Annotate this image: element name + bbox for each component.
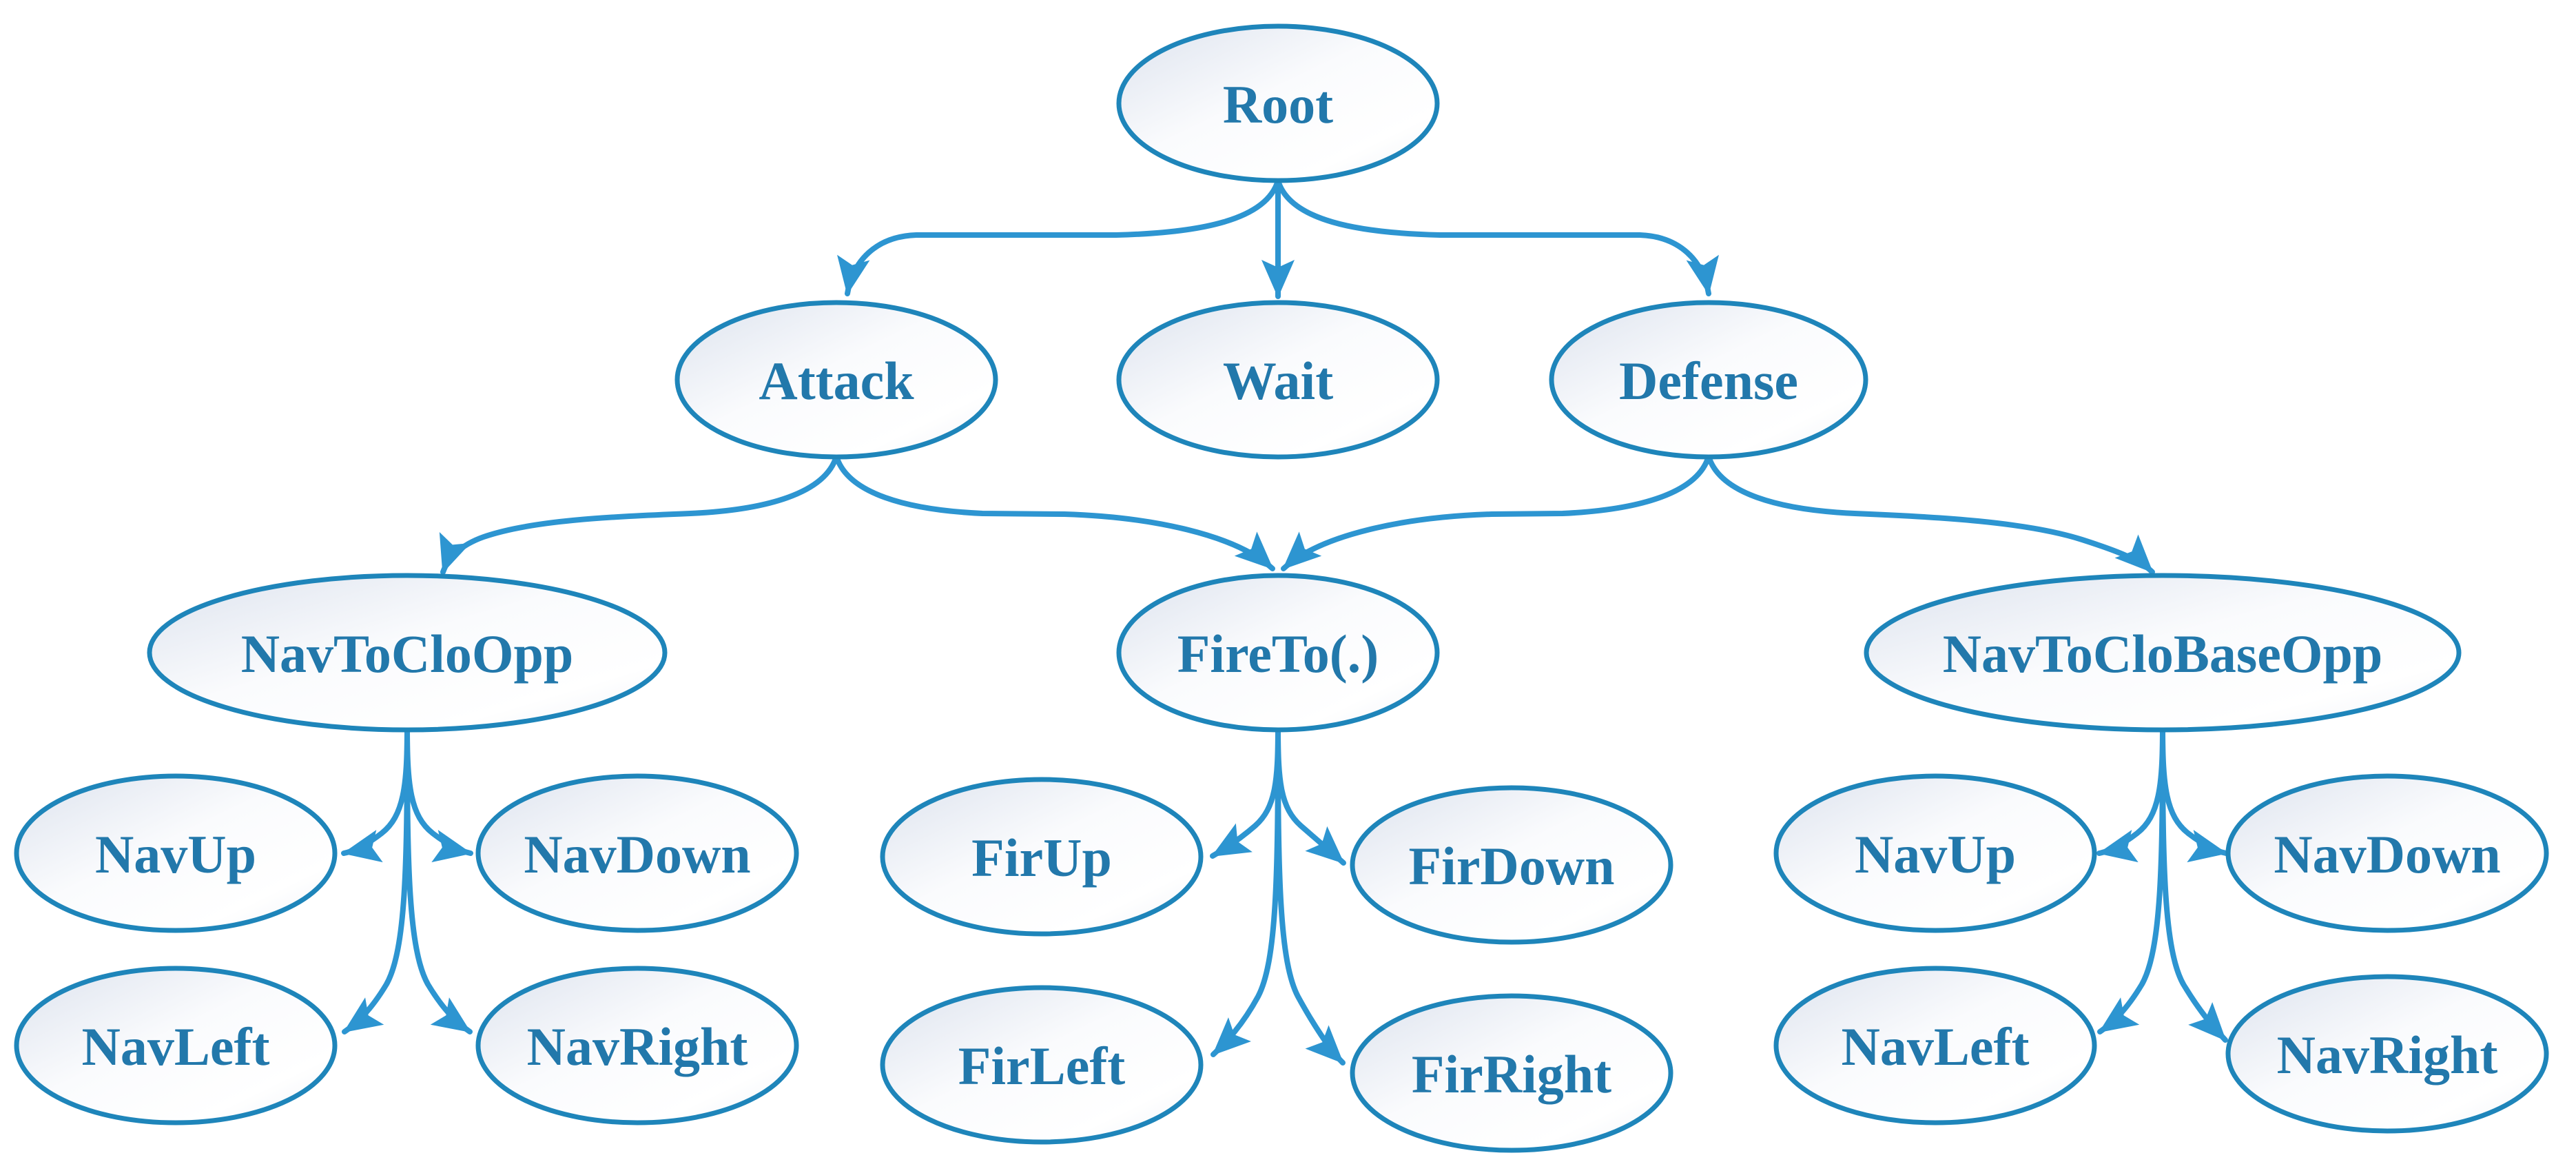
node-label-r-navright: NavRight [2277,1025,2498,1085]
node-label-navtoclobaseopp: NavToCloBaseOpp [1943,624,2383,684]
edges-layer [341,178,2229,1066]
edge-navtocloopp-l-navdown [404,726,473,863]
node-ellipse-root [1116,23,1440,183]
node-m-firleft: FirLeft [880,985,1204,1145]
node-label-r-navleft: NavLeft [1842,1017,2030,1077]
node-l-navup: NavUp [14,773,338,933]
node-ellipse-m-firright [1350,993,1673,1153]
node-fireto: FireTo(.) [1116,573,1440,733]
node-l-navdown: NavDown [475,773,799,933]
node-ellipse-r-navleft [1773,966,2097,1125]
edge-attack-fireto [834,453,1275,571]
node-ellipse-m-firup [880,777,1204,937]
node-ellipse-m-firdown [1350,785,1673,945]
node-attack: Attack [674,300,998,460]
node-label-l-navdown: NavDown [524,824,750,884]
node-label-fireto: FireTo(.) [1177,624,1379,684]
edge-navtocloopp-l-navup [341,726,410,863]
node-ellipse-fireto [1116,573,1440,733]
node-r-navdown: NavDown [2225,773,2549,933]
node-ellipse-navtoclobaseopp [1864,573,2462,733]
node-label-l-navup: NavUp [95,824,256,884]
node-label-m-firright: FirRight [1412,1044,1611,1104]
node-ellipse-attack [674,300,998,460]
node-label-m-firleft: FirLeft [958,1036,1126,1096]
node-label-attack: Attack [759,351,914,411]
edge-navtoclobaseopp-r-navright [2160,726,2228,1043]
node-label-l-navright: NavRight [527,1017,748,1077]
edge-fireto-m-firup [1210,726,1281,859]
edge-root-defense [1275,178,1719,296]
edge-attack-navtocloopp [439,453,839,575]
node-ellipse-defense [1549,300,1868,460]
edge-fireto-m-firright [1275,726,1346,1066]
node-ellipse-r-navup [1773,773,2097,933]
node-defense: Defense [1549,300,1868,460]
edge-navtoclobaseopp-r-navup [2096,726,2165,863]
edge-navtoclobaseopp-r-navleft [2097,726,2165,1034]
node-l-navright: NavRight [475,966,799,1125]
node-ellipse-m-firleft [880,985,1204,1145]
node-root: Root [1116,23,1440,183]
node-m-firdown: FirDown [1350,785,1673,945]
node-ellipse-l-navright [475,966,799,1125]
node-label-m-firdown: FirDown [1409,836,1615,896]
node-ellipse-l-navleft [14,966,338,1125]
edge-navtocloopp-l-navleft [342,726,410,1034]
node-ellipse-r-navdown [2225,773,2549,933]
node-m-firup: FirUp [880,777,1204,937]
node-ellipse-navtocloopp [147,573,668,733]
edge-defense-navtoclobaseopp [1706,453,2155,575]
node-label-r-navdown: NavDown [2274,824,2500,884]
node-ellipse-r-navright [2225,974,2549,1134]
node-ellipse-l-navup [14,773,338,933]
node-l-navleft: NavLeft [14,966,338,1125]
edge-navtoclobaseopp-r-navdown [2160,726,2229,863]
node-r-navup: NavUp [1773,773,2097,933]
edge-fireto-m-firdown [1275,726,1346,866]
node-m-firright: FirRight [1350,993,1673,1153]
node-r-navright: NavRight [2225,974,2549,1134]
node-label-wait: Wait [1223,351,1333,411]
node-navtocloopp: NavToCloOpp [147,573,668,733]
edge-root-attack [837,178,1281,296]
node-label-defense: Defense [1619,351,1798,411]
edge-navtocloopp-l-navright [404,726,473,1034]
node-wait: Wait [1116,300,1440,460]
node-ellipse-wait [1116,300,1440,460]
node-label-navtocloopp: NavToCloOpp [241,624,574,684]
node-label-root: Root [1223,74,1333,134]
edge-defense-fireto [1281,453,1711,571]
node-r-navleft: NavLeft [1773,966,2097,1125]
node-navtoclobaseopp: NavToCloBaseOpp [1864,573,2462,733]
edge-fireto-m-firleft [1210,726,1281,1057]
node-label-r-navup: NavUp [1855,824,2016,884]
node-ellipse-l-navdown [475,773,799,933]
node-label-l-navleft: NavLeft [82,1017,270,1077]
node-label-m-firup: FirUp [971,828,1112,888]
